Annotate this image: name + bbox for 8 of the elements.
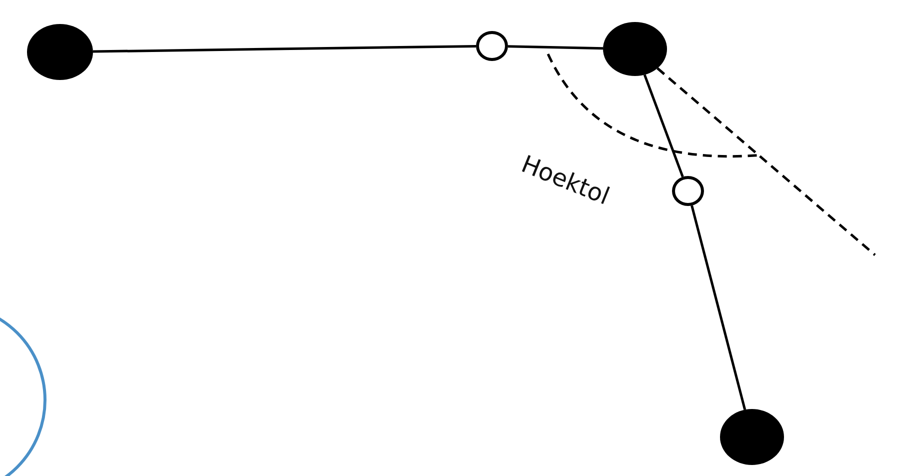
link-line bbox=[508, 45, 604, 50]
pivot-circle bbox=[672, 176, 704, 206]
link-line bbox=[690, 205, 746, 410]
dashed-line bbox=[656, 67, 876, 256]
link-line bbox=[643, 74, 684, 178]
joint-dot bbox=[603, 22, 667, 76]
link-line bbox=[92, 44, 476, 53]
pivot-circle bbox=[476, 31, 508, 61]
